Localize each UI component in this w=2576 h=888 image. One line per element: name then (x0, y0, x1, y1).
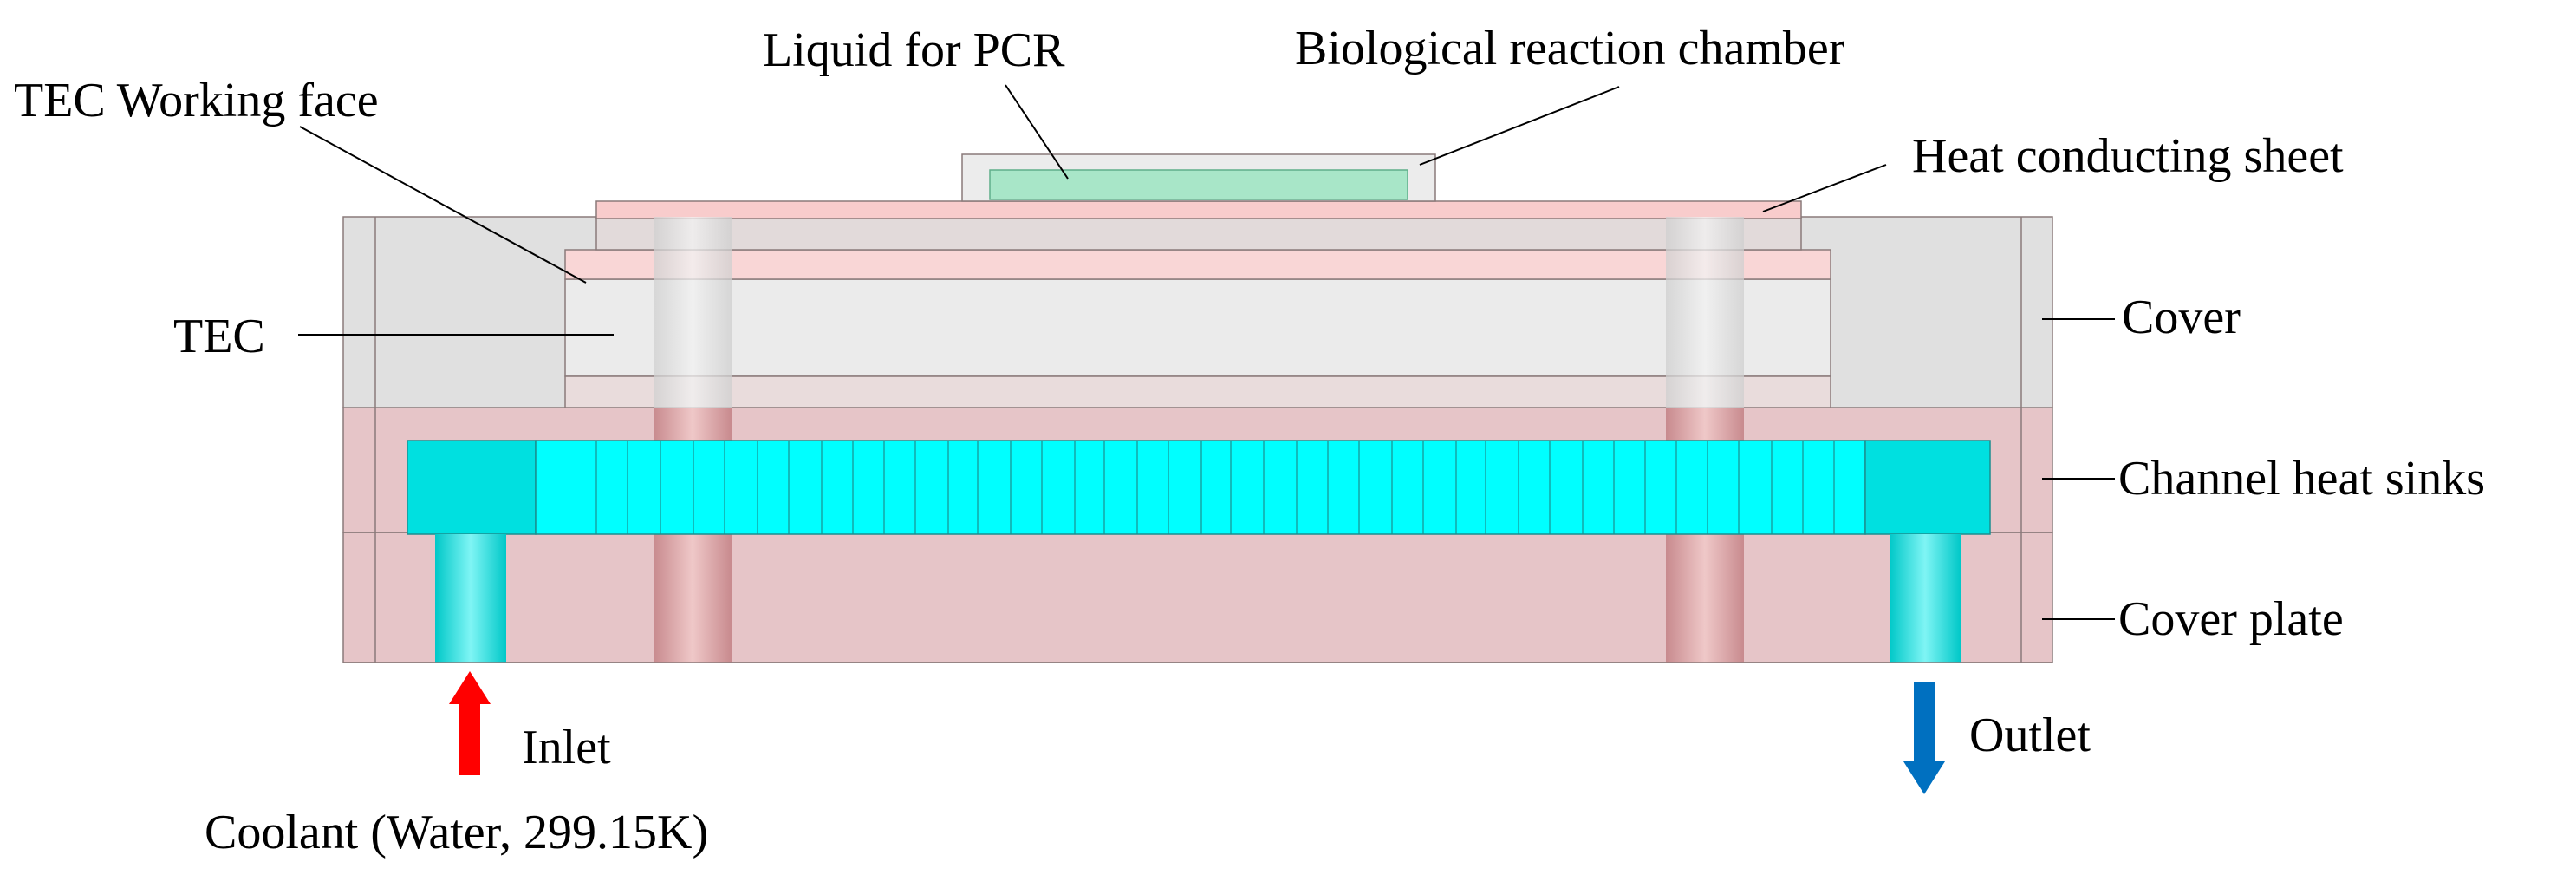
post-right-upper (1666, 217, 1744, 408)
leader-heat-conducting-sheet (1762, 164, 1887, 212)
label-liquid-for-pcr: Liquid for PCR (763, 23, 1065, 77)
inlet-pipe (435, 534, 506, 663)
tec-bottom-face (564, 375, 1831, 408)
label-biological-reaction-chamber: Biological reaction chamber (1295, 22, 1845, 75)
channel-end-left (407, 440, 537, 535)
liquid-for-pcr (989, 169, 1408, 200)
label-coolant: Coolant (Water, 299.15K) (205, 806, 708, 859)
leader-tec-working-face (299, 126, 587, 284)
label-cover-plate: Cover plate (2118, 592, 2344, 646)
outlet-arrow (1903, 682, 1945, 794)
tec-body (564, 278, 1831, 377)
channel-main (535, 440, 1866, 535)
label-heat-conducting-sheet: Heat conducting sheet (1912, 129, 2344, 183)
leader-liquid-for-pcr (1005, 84, 1069, 180)
label-tec-working-face: TEC Working face (14, 74, 379, 127)
label-outlet: Outlet (1969, 708, 2091, 762)
leader-biological-reaction-chamber (1419, 86, 1620, 166)
inlet-arrow (449, 671, 491, 775)
heat-conducting-sheet (595, 200, 1802, 219)
tec-working-face (564, 249, 1831, 280)
label-tec: TEC (173, 310, 265, 363)
post-left-upper (654, 217, 732, 408)
channel-heat-sinks (407, 440, 1991, 535)
label-cover: Cover (2122, 291, 2241, 344)
label-inlet: Inlet (522, 721, 611, 774)
channel-end-right (1864, 440, 1991, 535)
outlet-pipe (1890, 534, 1961, 663)
cover-plate-layer (342, 532, 2053, 663)
label-channel-heat-sinks: Channel heat sinks (2118, 452, 2485, 506)
spacer-layer (595, 216, 1802, 251)
